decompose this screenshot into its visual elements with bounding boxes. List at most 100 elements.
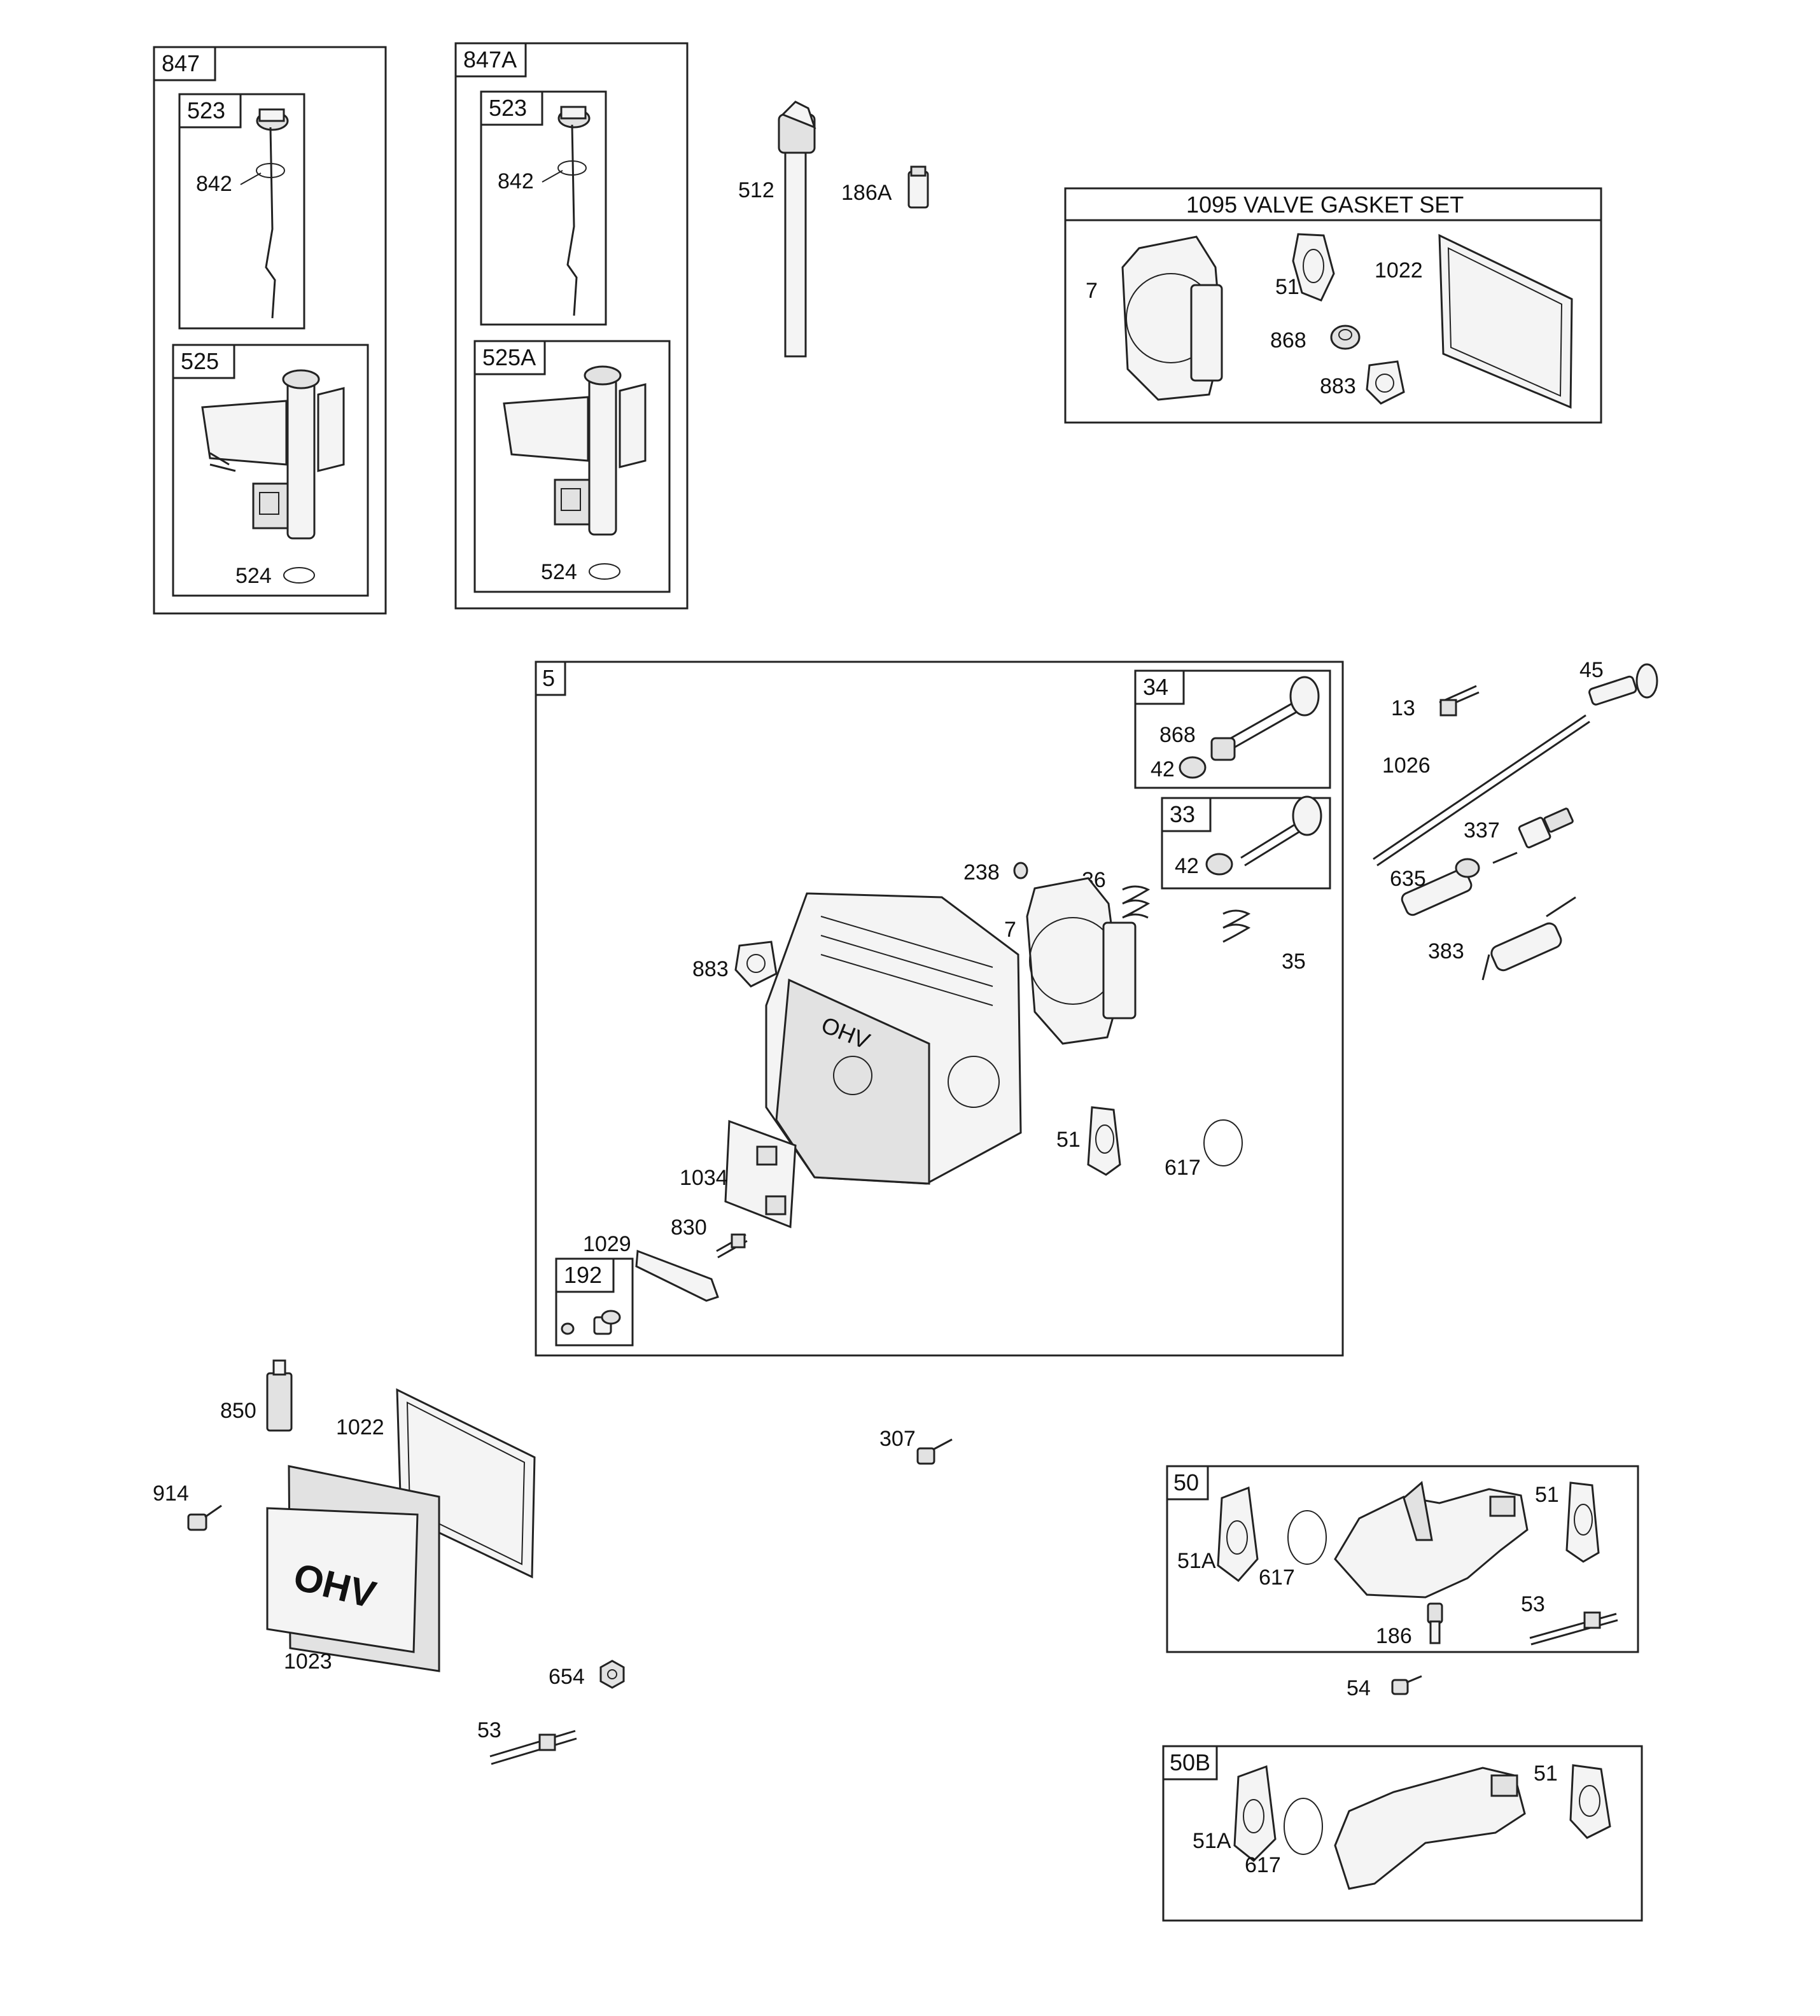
callout-1023: 1023 <box>284 1649 332 1674</box>
callout-13: 13 <box>1391 696 1415 720</box>
gasket-617b <box>1287 1510 1327 1565</box>
dipstick-523 <box>256 108 289 319</box>
valve-cover-1023: OHV <box>266 1465 440 1672</box>
bolt-13 <box>1439 685 1480 717</box>
kit-847A-number: 847A <box>463 46 517 73</box>
cover-gasket-1022b <box>396 1388 536 1579</box>
callout-383: 383 <box>1428 939 1464 963</box>
callout-51b: 51 <box>1056 1128 1081 1152</box>
cylinder-head: OHV <box>765 892 1022 1185</box>
head-gasket-7b <box>1026 877 1137 1045</box>
callout-51A-b: 51A <box>1193 1829 1231 1853</box>
head-gasket-7 <box>1121 235 1223 401</box>
plate-1034 <box>724 1119 797 1229</box>
callout-186A: 186A <box>841 181 892 205</box>
gasket-51b <box>1087 1106 1121 1176</box>
sealant-850 <box>266 1359 293 1432</box>
kit-50B-number: 50B <box>1170 1749 1210 1775</box>
callout-51d: 51 <box>1534 1761 1558 1786</box>
gasket-617c <box>1284 1798 1323 1855</box>
callout-307: 307 <box>879 1427 916 1451</box>
callout-45: 45 <box>1579 658 1604 682</box>
kit-525-number: 525 <box>181 348 219 374</box>
kit-50: 50 51A 617 51 53 186 <box>1166 1465 1639 1653</box>
tool-383 <box>1481 896 1576 981</box>
gasket-51A-b <box>1233 1765 1277 1863</box>
stud-53a <box>489 1730 577 1765</box>
valve-34 <box>1179 676 1320 779</box>
kit-5-number: 5 <box>542 665 555 691</box>
callout-51: 51 <box>1275 275 1299 299</box>
callout-7: 7 <box>1086 279 1098 303</box>
bolt-914 <box>187 1504 222 1531</box>
pushrod-1026 <box>1373 714 1590 867</box>
kit-523-number: 523 <box>187 97 225 123</box>
callout-35: 35 <box>1282 949 1306 974</box>
kit-33-number: 33 <box>1170 801 1195 827</box>
cover-gasket-1022 <box>1438 234 1573 409</box>
callout-842: 842 <box>196 172 232 196</box>
gasket-617 <box>1203 1119 1243 1166</box>
gasket-51c <box>1565 1481 1600 1563</box>
gasket-51d <box>1569 1764 1611 1839</box>
callout-337: 337 <box>1464 818 1500 843</box>
callout-635: 635 <box>1390 867 1426 891</box>
gasket-51 <box>1292 233 1335 302</box>
callout-524: 524 <box>235 564 272 588</box>
adjuster-192 <box>561 1310 621 1335</box>
callout-654: 654 <box>549 1665 585 1689</box>
kit-5-cylinder-head: 5 34 868 42 33 42 238 36 35 <box>535 661 1344 1357</box>
kit-847-number: 847 <box>162 50 200 76</box>
kit-50B: 50B 51A 617 51 <box>1162 1745 1643 1922</box>
stud-53b <box>1529 1611 1618 1646</box>
bolt-307 <box>916 1438 953 1465</box>
callout-51A: 51A <box>1177 1549 1216 1573</box>
callout-868: 868 <box>1270 328 1306 353</box>
spring-36 <box>1122 885 1151 919</box>
dipstick-tube-525A <box>503 365 647 536</box>
callout-42a: 42 <box>1151 757 1175 781</box>
callout-830: 830 <box>671 1215 707 1240</box>
callout-524b: 524 <box>541 560 577 584</box>
callout-914: 914 <box>153 1481 189 1506</box>
kit-50-number: 50 <box>1173 1469 1199 1495</box>
stud-830 <box>716 1233 748 1259</box>
callout-883: 883 <box>1320 374 1356 398</box>
callout-54: 54 <box>1347 1676 1371 1700</box>
spark-plug-337 <box>1492 808 1574 864</box>
part-238 <box>1013 862 1028 879</box>
guide-635 <box>1401 858 1480 916</box>
kit-192-number: 192 <box>564 1262 602 1288</box>
callout-1022: 1022 <box>1375 258 1423 283</box>
callout-42b: 42 <box>1175 854 1199 878</box>
intake-manifold-50 <box>1334 1481 1529 1599</box>
callout-51c: 51 <box>1535 1483 1559 1507</box>
kit-525A-number: 525A <box>482 344 536 370</box>
gasket-883b <box>734 941 778 988</box>
dipstick-tube-525 <box>201 369 345 540</box>
callout-617b: 617 <box>1259 1565 1295 1590</box>
callout-238: 238 <box>963 860 1000 885</box>
kit-523b-number: 523 <box>489 95 527 121</box>
callout-1026: 1026 <box>1382 753 1431 778</box>
fitting-186 <box>1427 1602 1443 1644</box>
callout-1034: 1034 <box>680 1166 728 1190</box>
callout-617c: 617 <box>1245 1853 1281 1877</box>
valve-45 <box>1588 663 1658 706</box>
callout-186: 186 <box>1376 1624 1412 1648</box>
callout-53b: 53 <box>1521 1592 1545 1616</box>
part-512-186A <box>778 101 929 358</box>
callout-7b: 7 <box>1004 918 1016 942</box>
nut-654 <box>599 1660 625 1689</box>
valve-33 <box>1205 795 1322 876</box>
kit-847A: 847A 523 842 525A 524 <box>454 42 689 610</box>
callout-617: 617 <box>1165 1156 1201 1180</box>
spring-35 <box>1222 909 1251 943</box>
callout-868b: 868 <box>1159 723 1196 747</box>
gasket-51A <box>1217 1486 1259 1583</box>
rocker-arm-1029 <box>635 1249 719 1302</box>
bolt-54 <box>1391 1675 1422 1695</box>
gasket-883 <box>1366 360 1405 405</box>
intake-manifold-50B <box>1334 1767 1526 1890</box>
